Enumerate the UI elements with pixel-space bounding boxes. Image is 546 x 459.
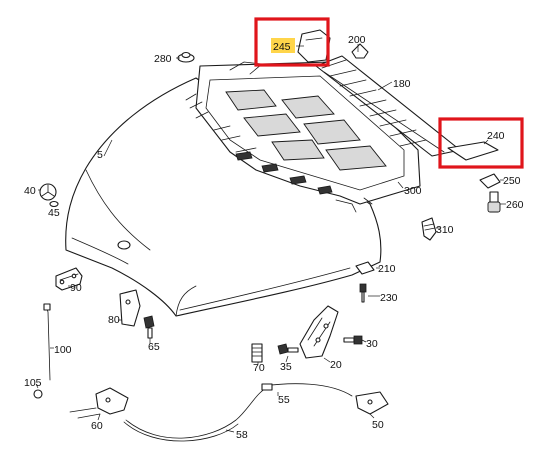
callout-250[interactable]: 250 (503, 175, 521, 187)
callout-245[interactable]: 245 (273, 41, 291, 53)
callout-260[interactable]: 260 (506, 199, 524, 211)
callout-55[interactable]: 55 (278, 394, 290, 406)
callout-280[interactable]: 280 (154, 53, 172, 65)
part-260-bumper[interactable] (487, 191, 501, 213)
callout-5[interactable]: 5 (97, 149, 103, 161)
part-45-grommet[interactable] (49, 200, 59, 208)
callout-20[interactable]: 20 (330, 359, 342, 371)
part-80-bracket[interactable] (119, 289, 141, 327)
callout-60[interactable]: 60 (91, 420, 103, 432)
highlight-box-245 (254, 17, 330, 67)
callout-200[interactable]: 200 (348, 34, 366, 46)
part-55-cable[interactable] (261, 383, 353, 397)
part-30-bolt[interactable] (343, 335, 363, 345)
callout-230[interactable]: 230 (380, 292, 398, 304)
callout-240[interactable]: 240 (487, 130, 505, 142)
callout-50[interactable]: 50 (372, 419, 384, 431)
highlight-box-240 (438, 117, 524, 169)
part-210-nut[interactable] (355, 261, 375, 275)
callout-90[interactable]: 90 (70, 282, 82, 294)
callout-300[interactable]: 300 (404, 185, 422, 197)
part-65-bolt[interactable] (143, 315, 155, 339)
part-70-buffer[interactable] (251, 343, 263, 363)
part-35-bolt[interactable] (277, 343, 299, 355)
callout-65[interactable]: 65 (148, 341, 160, 353)
part-230-bolt[interactable] (359, 283, 367, 303)
part-280-grommet[interactable] (177, 51, 195, 63)
part-100-rod[interactable] (43, 303, 51, 381)
part-90-bracket[interactable] (55, 267, 83, 291)
part-250-clip[interactable] (479, 173, 501, 189)
part-50-catch[interactable] (355, 391, 389, 415)
callout-40[interactable]: 40 (24, 185, 36, 197)
part-200-clip[interactable] (351, 43, 369, 59)
part-245-pad[interactable] (297, 29, 331, 63)
callout-100[interactable]: 100 (54, 344, 72, 356)
callout-210[interactable]: 210 (378, 263, 396, 275)
callout-labels: 245 200 280 180 240 5 40 45 300 250 260 … (24, 34, 524, 441)
callout-58[interactable]: 58 (236, 429, 248, 441)
callout-310[interactable]: 310 (436, 224, 454, 236)
callout-35[interactable]: 35 (280, 361, 292, 373)
part-40-emblem[interactable] (39, 183, 57, 201)
part-60-hood-lock[interactable] (69, 387, 129, 419)
part-240-pad[interactable] (447, 141, 499, 161)
callout-105[interactable]: 105 (24, 377, 42, 389)
callout-70[interactable]: 70 (253, 362, 265, 374)
leader-lines (35, 44, 506, 433)
callout-30[interactable]: 30 (366, 338, 378, 350)
callout-180[interactable]: 180 (393, 78, 411, 90)
part-20-hinge[interactable] (299, 305, 339, 359)
callout-80[interactable]: 80 (108, 314, 120, 326)
callout-45[interactable]: 45 (48, 207, 60, 219)
part-105-clip[interactable] (33, 389, 43, 399)
part-310-bumper[interactable] (421, 217, 437, 241)
part-58-release-cable[interactable] (123, 385, 271, 442)
